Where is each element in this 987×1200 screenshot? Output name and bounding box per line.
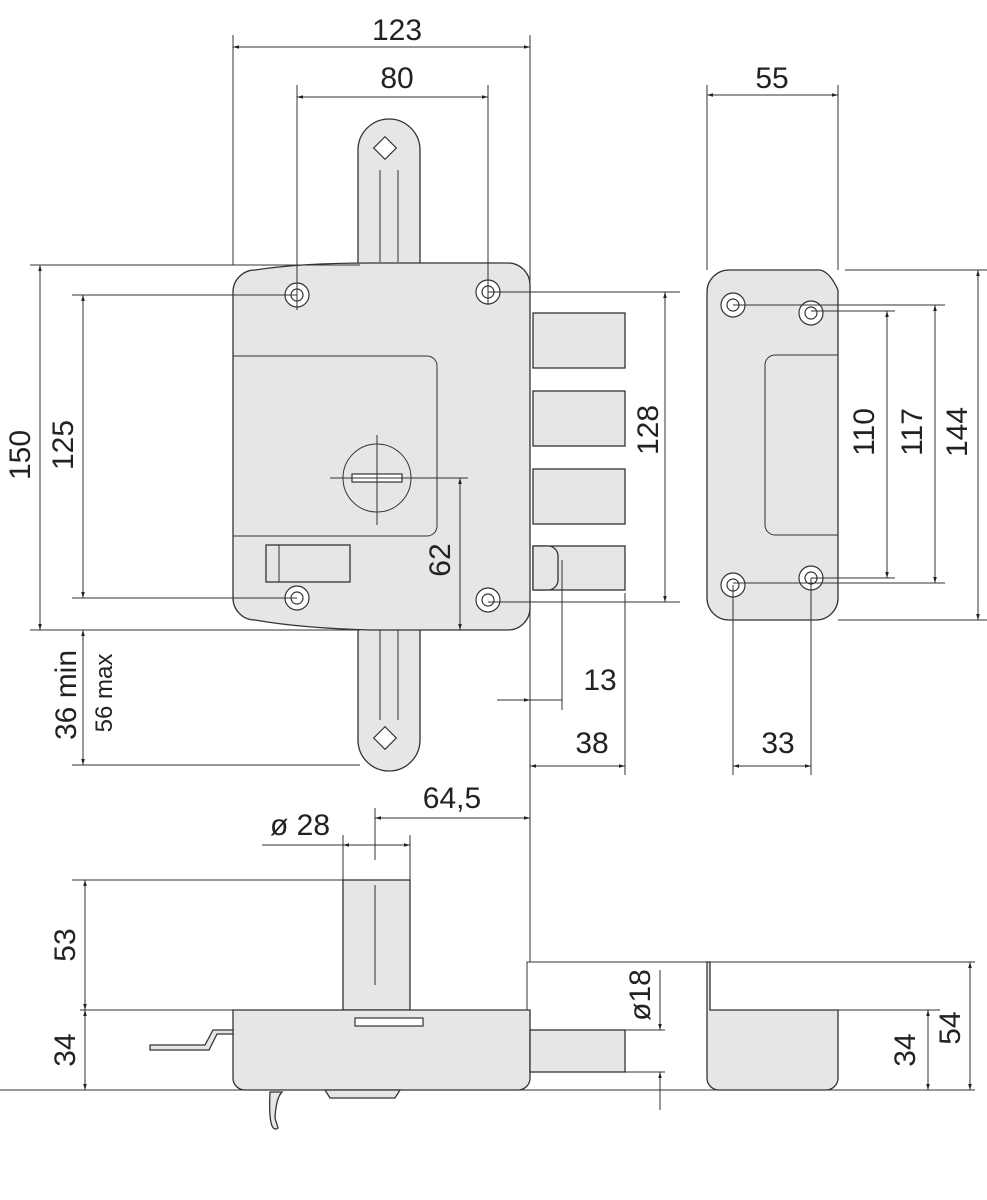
dim-117: 117 — [896, 408, 929, 456]
dim-150: 150 — [4, 430, 37, 480]
dim-110: 110 — [848, 408, 881, 456]
keeper-view — [706, 269, 839, 621]
dim-80: 80 — [380, 62, 413, 95]
dim-38: 38 — [575, 727, 608, 760]
dimension-lines — [30, 35, 987, 1110]
bottom-rod — [357, 627, 421, 772]
top-view — [0, 879, 975, 1130]
bolt-1 — [532, 312, 626, 369]
bolt-3 — [532, 468, 626, 525]
dim-123: 123 — [372, 14, 422, 47]
dim-144: 144 — [941, 407, 974, 457]
dimension-labels: 123 80 55 150 125 128 62 36 min 56 max 1… — [4, 14, 974, 1067]
dim-keeper-34: 34 — [889, 1033, 922, 1066]
dim-36-min: 36 min — [50, 650, 83, 740]
top-rod — [357, 118, 421, 266]
dim-diameter-28: ø 28 — [270, 809, 330, 842]
dim-33: 33 — [761, 727, 794, 760]
dim-128: 128 — [632, 405, 665, 455]
dim-34: 34 — [49, 1033, 82, 1066]
bolt-2 — [532, 390, 626, 447]
front-view — [232, 118, 626, 772]
dim-diameter-18: ø18 — [624, 969, 657, 1021]
dim-53: 53 — [49, 928, 82, 961]
dim-62: 62 — [424, 543, 457, 576]
dim-54: 54 — [934, 1011, 967, 1044]
dim-13: 13 — [583, 664, 616, 697]
dim-55: 55 — [755, 62, 788, 95]
dim-56-max: 56 max — [91, 654, 118, 733]
dim-64-5: 64,5 — [423, 782, 481, 815]
dim-125: 125 — [47, 420, 80, 470]
